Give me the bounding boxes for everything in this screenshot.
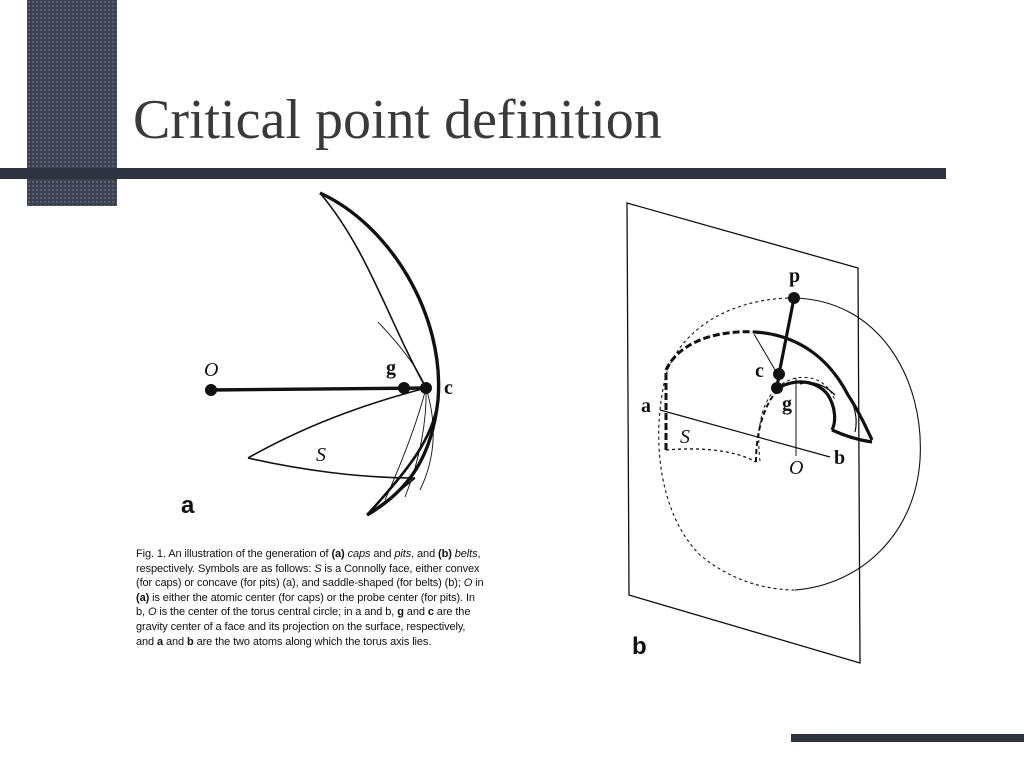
figure-a: O g c S a: [181, 191, 453, 519]
face-bottom-right: [366, 477, 416, 516]
point-O: [205, 384, 217, 396]
belt-flap: [847, 394, 857, 433]
bottom-rule: [791, 734, 1024, 742]
title-underline: [0, 168, 946, 179]
inner-arc-dashed: [758, 376, 836, 462]
torus-axis: [659, 409, 831, 458]
label-S-b: S: [680, 426, 690, 448]
belt-arc-outer: [799, 381, 836, 396]
face-inner-curve: [367, 401, 440, 515]
saddle-face-top: [664, 330, 756, 450]
torus-circle-solid: [793, 297, 921, 591]
belt-arc-inner: [781, 380, 837, 431]
point-g-b: [771, 382, 783, 394]
label-O: O: [204, 359, 218, 381]
label-c-b: c: [755, 360, 764, 382]
point-p: [788, 292, 800, 304]
label-b: b: [834, 447, 845, 469]
label-g: g: [386, 357, 396, 379]
face-outer-curve: [319, 191, 441, 517]
saddle-face-bottom: [665, 448, 757, 463]
figure-b: p c g a S O b b: [626, 202, 921, 664]
label-a: a: [641, 395, 651, 417]
p-to-c-line: [777, 297, 796, 375]
point-c: [420, 382, 432, 394]
point-c-b: [773, 368, 785, 380]
meridian-left: [384, 387, 427, 501]
caption-fig-number: Fig. 1.: [136, 548, 166, 560]
panel-label-b: b: [632, 633, 647, 660]
point-g: [398, 382, 410, 394]
label-O-b: O: [789, 457, 803, 479]
panel-label-a: a: [181, 492, 195, 519]
label-c: c: [444, 377, 453, 399]
face-lower-edge: [247, 387, 427, 459]
slide-title: Critical point definition: [133, 89, 662, 151]
meridian-right: [419, 387, 434, 491]
figure-caption: Fig. 1. An illustration of the generatio…: [136, 548, 484, 648]
meridian-upper: [377, 321, 427, 389]
label-g-b: g: [782, 393, 792, 415]
face-bottom-edge: [247, 457, 416, 479]
axis-line: [210, 386, 427, 392]
c-to-arc: [753, 333, 779, 376]
label-p: p: [789, 265, 800, 287]
meridian-lower: [404, 387, 427, 498]
face-spine: [319, 192, 427, 389]
label-S: S: [316, 444, 326, 466]
projection-plane: [626, 202, 861, 664]
belt-lower-edge: [831, 428, 873, 444]
torus-circle-dashed: [658, 297, 796, 591]
